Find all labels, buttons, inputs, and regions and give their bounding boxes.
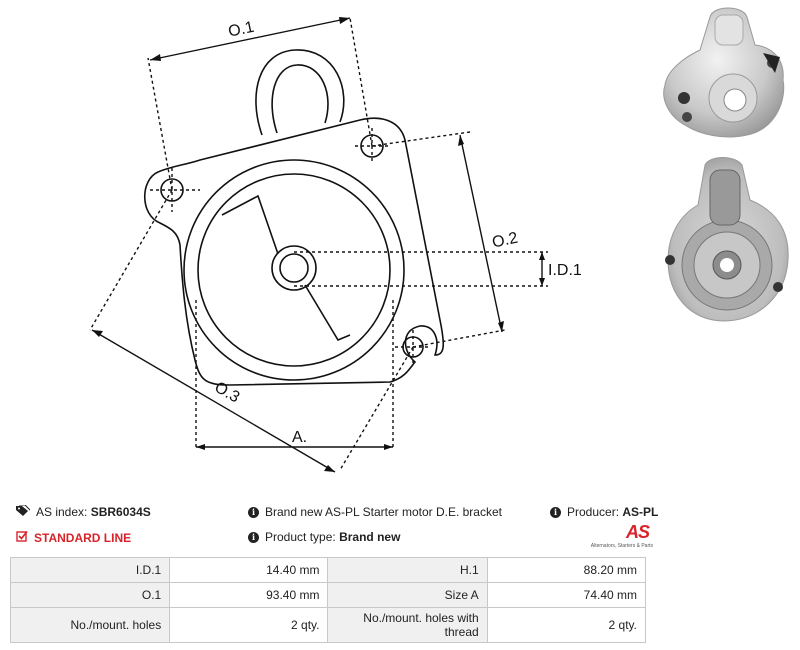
standard-line-row: STANDARD LINE bbox=[16, 530, 131, 545]
product-type-value: Brand new bbox=[339, 530, 401, 544]
spec-value: 2 qty. bbox=[169, 607, 329, 643]
spec-value: 2 qty. bbox=[486, 607, 647, 643]
info-icon: i bbox=[248, 506, 259, 518]
brand-text: Brand new AS-PL Starter motor D.E. brack… bbox=[265, 505, 502, 519]
table-row: O.1 93.40 mm Size A 74.40 mm bbox=[9, 582, 647, 608]
producer-value: AS-PL bbox=[622, 505, 659, 519]
logo-tagline: Alternators, Starters & Parts bbox=[590, 543, 653, 549]
label-o2: O.2 bbox=[491, 229, 520, 251]
tag-icon bbox=[16, 504, 31, 519]
product-type-label: Product type: bbox=[265, 530, 336, 544]
producer-row: i Producer: AS-PL bbox=[550, 505, 658, 519]
producer-label: Producer: bbox=[567, 505, 620, 519]
bushing-inner bbox=[279, 253, 309, 283]
cutout-wedge bbox=[221, 194, 351, 342]
label-a: A. bbox=[292, 429, 307, 446]
bracket-rear-photo bbox=[665, 157, 789, 322]
as-index-value: SBR6034S bbox=[90, 505, 151, 519]
logo-mark: AS bbox=[625, 522, 650, 542]
top-lifting-loop bbox=[255, 49, 345, 136]
bracket-front-photo bbox=[663, 7, 785, 138]
spec-value: 93.40 mm bbox=[169, 582, 329, 608]
label-o1: O.1 bbox=[227, 19, 256, 41]
brand-row: i Brand new AS-PL Starter motor D.E. bra… bbox=[248, 505, 502, 519]
spec-label: Size A bbox=[327, 582, 488, 608]
as-index-label: AS index: bbox=[36, 505, 88, 519]
product-type-row: i Product type: Brand new bbox=[248, 530, 400, 544]
as-pl-logo: AS Alternators, Starters & Parts bbox=[585, 522, 653, 552]
table-row: No./mount. holes 2 qty. No./mount. holes… bbox=[9, 607, 647, 643]
spec-label: H.1 bbox=[327, 557, 488, 583]
spec-label: No./mount. holes with thread bbox=[327, 607, 488, 643]
spec-value: 88.20 mm bbox=[486, 557, 647, 583]
top-lifting-loop-inner bbox=[271, 64, 329, 134]
info-icon: i bbox=[550, 506, 561, 518]
bushing-outer bbox=[271, 245, 317, 291]
spec-label: No./mount. holes bbox=[9, 607, 171, 643]
technical-drawing: O.1 O.2 I.D.1 O.3 A. bbox=[89, 17, 582, 473]
label-id1: I.D.1 bbox=[548, 262, 582, 279]
flange-outline bbox=[144, 117, 445, 386]
spec-value: 74.40 mm bbox=[486, 582, 647, 608]
spec-label: I.D.1 bbox=[9, 557, 171, 583]
specs-table: I.D.1 14.40 mm H.1 88.20 mm O.1 93.40 mm… bbox=[9, 557, 647, 643]
table-row: I.D.1 14.40 mm H.1 88.20 mm bbox=[9, 557, 647, 583]
inner-bore bbox=[197, 173, 391, 367]
spec-value: 14.40 mm bbox=[169, 557, 329, 583]
spec-label: O.1 bbox=[9, 582, 171, 608]
info-icon: i bbox=[248, 531, 259, 543]
check-square-icon bbox=[16, 530, 28, 545]
as-index-row: AS index: SBR6034S bbox=[16, 504, 151, 519]
outer-bore bbox=[183, 159, 405, 381]
standard-line-label: STANDARD LINE bbox=[34, 530, 132, 545]
